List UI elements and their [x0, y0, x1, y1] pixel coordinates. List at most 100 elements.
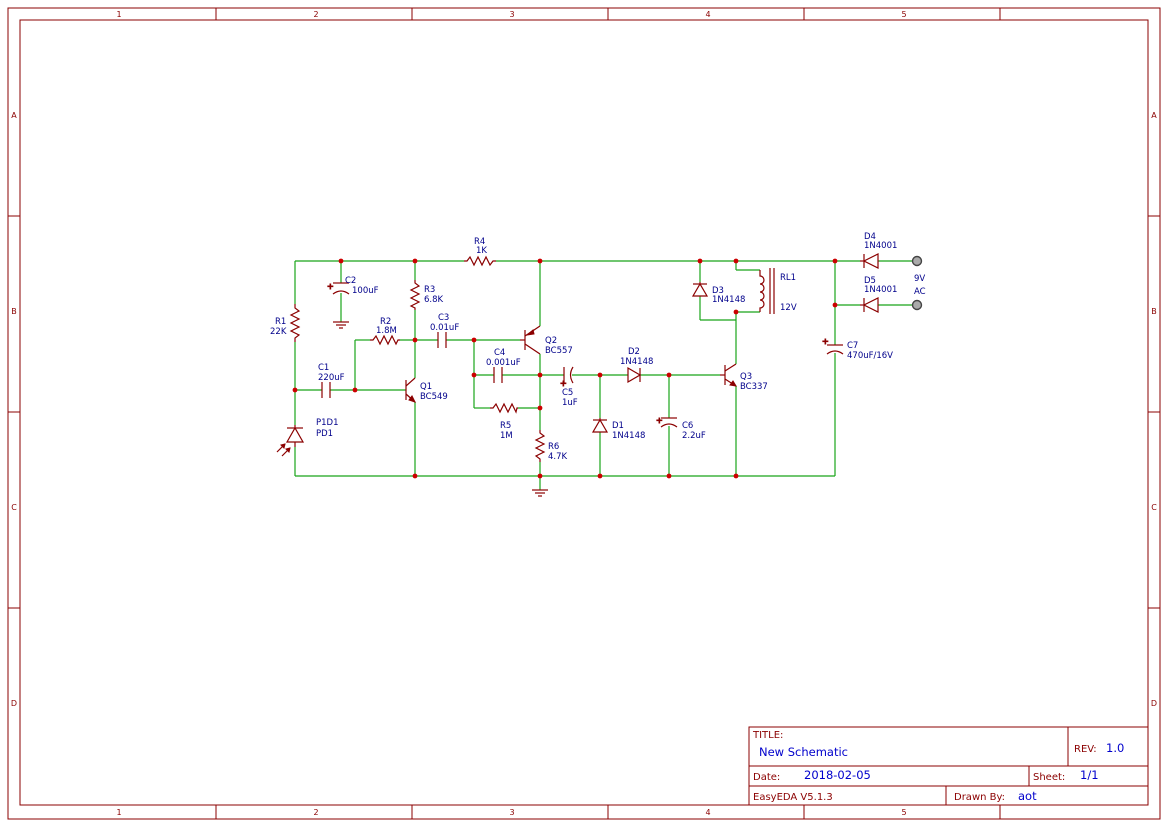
wires	[294, 260, 912, 490]
date-label: Date:	[753, 772, 780, 783]
diode-d2[interactable]: D2 1N4148	[620, 347, 653, 384]
column-label-5: 5	[901, 808, 906, 817]
row-label-b: B	[11, 307, 17, 316]
r4-value: 1K	[476, 246, 487, 256]
r5-value: 1M	[500, 431, 513, 441]
resistor-r4[interactable]: R4 1K	[464, 237, 496, 267]
capacitor-c5[interactable]: + C5 1uF	[560, 366, 578, 408]
transistor-q2[interactable]: Q2 BC557	[520, 325, 573, 356]
capacitor-c6[interactable]: + C6 2.2uF	[656, 416, 706, 442]
sheet-frame	[7, 7, 1161, 820]
d1-value: 1N4148	[612, 431, 645, 441]
d5-value: 1N4001	[864, 285, 897, 295]
title-label: TITLE:	[752, 730, 783, 741]
sheet-value: 1/1	[1080, 768, 1099, 782]
column-label-1: 1	[116, 10, 121, 19]
c4-ref: C4	[494, 348, 505, 358]
r1-ref: R1	[275, 317, 286, 327]
resistor-r6[interactable]: R6 4.7K	[534, 430, 568, 462]
q2-value: BC557	[545, 346, 573, 356]
column-label-3: 3	[509, 808, 514, 817]
capacitor-c4[interactable]: C4 0.001uF	[486, 348, 521, 383]
c7-value: 470uF/16V	[847, 351, 893, 361]
svg-text:+: +	[822, 337, 829, 346]
resistor-r2[interactable]: R2 1.8M	[370, 317, 400, 346]
column-label-4: 4	[705, 10, 710, 19]
d3-value: 1N4148	[712, 295, 745, 305]
rl1-ref: RL1	[780, 273, 796, 283]
svg-text:+: +	[656, 416, 663, 425]
q1-value: BC549	[420, 392, 448, 402]
resistor-r1[interactable]: R1 22K	[270, 304, 301, 342]
r4-ref: R4	[474, 237, 485, 247]
rl1-value: 12V	[780, 303, 797, 313]
p1d1-ref: P1D1	[316, 418, 339, 428]
rev-label: REV:	[1074, 744, 1097, 755]
d2-ref: D2	[628, 347, 640, 357]
resistor-r3[interactable]: R3 6.8K	[409, 280, 444, 310]
q3-value: BC337	[740, 382, 768, 392]
d2-value: 1N4148	[620, 357, 653, 367]
rev-value: 1.0	[1106, 741, 1124, 755]
capacitor-c1[interactable]: C1 220uF	[318, 363, 345, 398]
d3-ref: D3	[712, 286, 724, 296]
svg-text:+: +	[327, 282, 334, 291]
c5-value: 1uF	[562, 398, 578, 408]
r3-ref: R3	[424, 285, 435, 295]
c2-ref: C2	[345, 276, 356, 286]
d4-ref: D4	[864, 232, 876, 242]
junctions	[292, 258, 838, 479]
r2-ref: R2	[380, 317, 391, 327]
c4-value: 0.001uF	[486, 358, 521, 368]
diode-d3[interactable]: D3 1N4148	[691, 282, 745, 305]
title-block	[748, 726, 1149, 806]
c5-ref: C5	[562, 388, 573, 398]
column-label-3: 3	[509, 10, 514, 19]
transistor-q1[interactable]: Q1 BC549	[405, 377, 448, 403]
c2-value: 100uF	[352, 286, 379, 296]
input-terminal-1[interactable]	[911, 255, 923, 267]
drawn-by-label: Drawn By:	[954, 792, 1005, 803]
row-label-d: D	[1151, 699, 1157, 708]
photodiode-p1d1[interactable]: P1D1 PD1	[276, 418, 339, 457]
p1d1-value: PD1	[316, 429, 333, 439]
row-label-c: C	[1151, 503, 1157, 512]
svg-text:+: +	[560, 379, 567, 388]
c6-value: 2.2uF	[682, 431, 706, 441]
input-voltage-label: 9V	[914, 274, 925, 284]
c7-ref: C7	[847, 341, 858, 351]
q3-ref: Q3	[740, 372, 752, 382]
capacitor-c7[interactable]: + C7 470uF/16V	[822, 337, 894, 362]
c1-value: 220uF	[318, 373, 345, 383]
ground-symbol	[333, 321, 349, 329]
capacitor-c3[interactable]: C3 0.01uF	[430, 313, 459, 348]
ground-symbol	[532, 489, 548, 497]
diode-d1[interactable]: D1 1N4148	[591, 418, 645, 441]
diode-d4[interactable]: D4 1N4001	[860, 232, 897, 269]
sheet-label: Sheet:	[1033, 772, 1065, 783]
c3-value: 0.01uF	[430, 323, 459, 333]
column-label-2: 2	[313, 808, 318, 817]
capacitor-c2[interactable]: + C2 100uF	[327, 276, 379, 296]
column-label-2: 2	[313, 10, 318, 19]
title-value: New Schematic	[759, 745, 848, 759]
r3-value: 6.8K	[424, 295, 444, 305]
c6-ref: C6	[682, 421, 693, 431]
r2-value: 1.8M	[376, 326, 397, 336]
column-label-1: 1	[116, 808, 121, 817]
r6-value: 4.7K	[548, 452, 568, 462]
diode-d5[interactable]: D5 1N4001	[860, 276, 897, 313]
row-label-a: A	[11, 111, 17, 120]
transistor-q3[interactable]: Q3 BC337	[720, 363, 768, 392]
software-label: EasyEDA V5.1.3	[753, 792, 833, 803]
c1-ref: C1	[318, 363, 329, 373]
q1-ref: Q1	[420, 382, 432, 392]
c3-ref: C3	[438, 313, 449, 323]
resistor-r5[interactable]: R5 1M	[490, 402, 518, 441]
row-label-b: B	[1151, 307, 1157, 316]
relay-rl1[interactable]: RL1 12V	[759, 268, 797, 314]
input-terminal-2[interactable]	[911, 299, 923, 311]
r1-value: 22K	[270, 327, 287, 337]
column-label-4: 4	[705, 808, 710, 817]
